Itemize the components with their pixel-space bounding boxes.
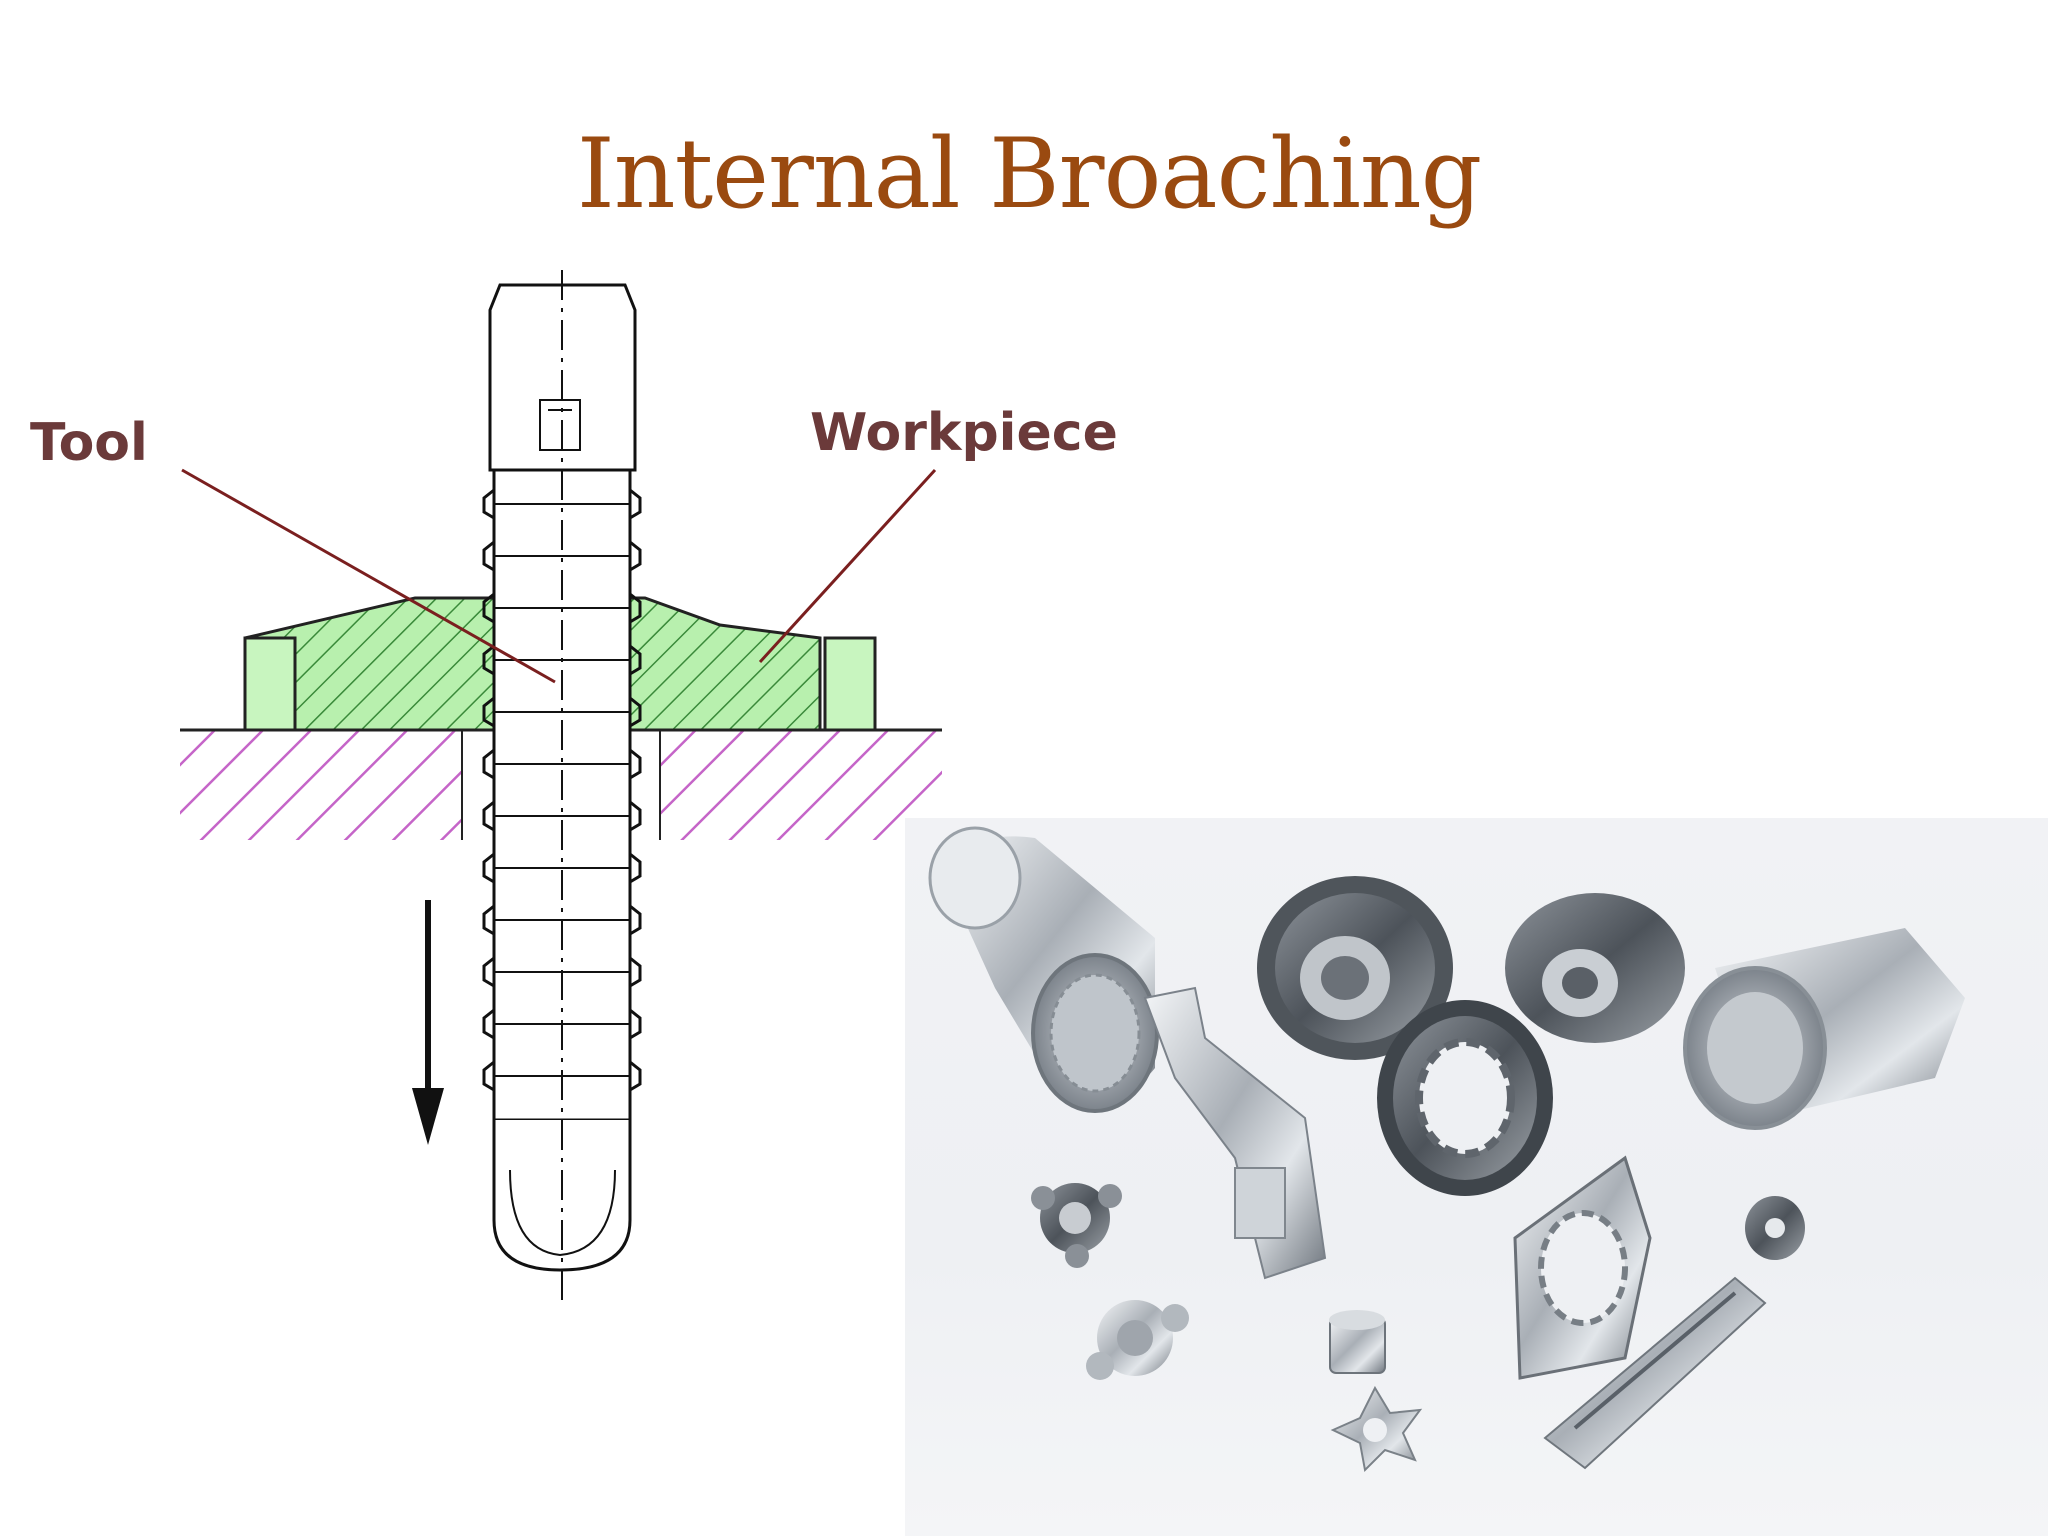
- broached-parts-photo: [905, 818, 2048, 1536]
- tool-leader-line: [181, 468, 556, 684]
- fixture-left: [180, 730, 462, 840]
- fixture-right: [660, 730, 942, 840]
- tooth-7: [482, 852, 642, 884]
- tooth-1: [482, 540, 642, 572]
- large-disc: [1257, 876, 1453, 1060]
- knurled-bush: [1329, 1310, 1386, 1374]
- tube-part: [1683, 928, 1965, 1130]
- housing-part: [1505, 893, 1685, 1043]
- workpiece-right-end: [823, 636, 877, 732]
- slide-title: Internal Broaching: [576, 118, 1482, 230]
- star-washer: [1330, 1385, 1423, 1473]
- lugged-ring-2: [1086, 1300, 1189, 1380]
- tooth-4: [482, 696, 642, 728]
- broach-tool: [482, 270, 642, 1300]
- workpiece-left-end: [243, 636, 297, 732]
- tooth-8: [482, 904, 642, 936]
- tooth-0: [482, 488, 642, 520]
- broaching-diagram-svg: Tool Workpiece: [30, 270, 1118, 1300]
- splined-sleeve: [928, 826, 1159, 1113]
- slide-part: [1543, 1276, 1767, 1470]
- tooth-5: [482, 748, 642, 780]
- workpiece-leader-line: [758, 468, 937, 664]
- tooth-11: [482, 1060, 642, 1092]
- flange-plate: [1513, 1155, 1652, 1380]
- broached-parts-svg: [928, 826, 1965, 1473]
- tooth-9: [482, 956, 642, 988]
- bracket-part: [1143, 986, 1327, 1280]
- workpiece-label: Workpiece: [810, 403, 1118, 463]
- broaching-diagram: Tool Workpiece: [0, 270, 1180, 1310]
- small-rotor: [1745, 1196, 1805, 1260]
- tooth-2: [482, 592, 642, 624]
- spline-ring: [1377, 1000, 1553, 1196]
- tooth-6: [482, 800, 642, 832]
- lugged-ring: [1031, 1183, 1122, 1268]
- fixture: [180, 728, 942, 840]
- tooth-3: [482, 644, 642, 676]
- down-arrow-icon: [412, 900, 444, 1145]
- tooth-10: [482, 1008, 642, 1040]
- tool-label: Tool: [30, 413, 148, 473]
